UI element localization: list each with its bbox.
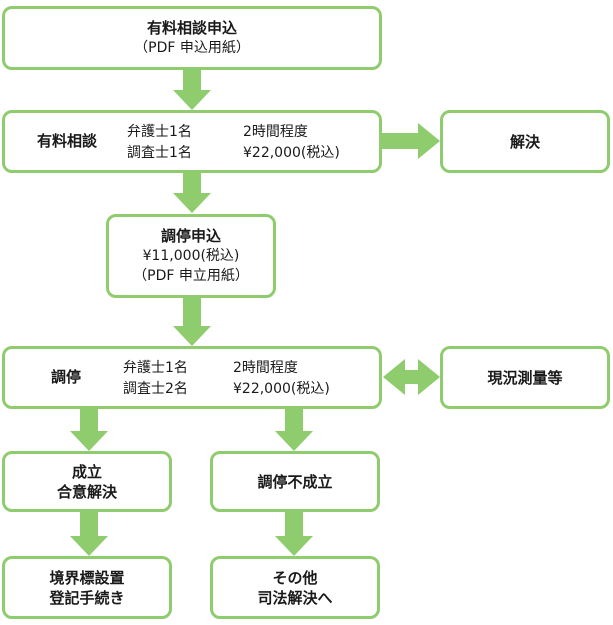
consult-fee: ¥22,000(税込) [243, 145, 340, 161]
mediation-success-line1: 成立 [71, 462, 102, 481]
judicial-resolution-box: その他 司法解決へ [210, 556, 380, 619]
boundary-registration-box: 境界標設置 登記手続き [2, 556, 172, 619]
survey-title: 現況測量等 [487, 368, 563, 387]
paid-consultation-application-form: （PDF 申込用紙） [134, 40, 250, 56]
mediation-title: 調停 [51, 368, 82, 386]
mediation-success-line2: 合意解決 [56, 482, 117, 501]
paid-consultation-title: 有料相談 [37, 132, 98, 150]
arrow-mediation-to-failure [275, 409, 313, 451]
mediation-staff-surveyor: 調査士2名 [123, 381, 188, 397]
judicial-resolution-line2: 司法解決へ [257, 588, 333, 607]
consult-staff-surveyor: 調査士1名 [127, 145, 192, 161]
resolution-title: 解決 [509, 132, 540, 151]
mediation-fee: ¥22,000(税込) [233, 381, 330, 397]
mediation-application-fee: ¥11,000(税込) [142, 248, 240, 264]
arrow-mediation-survey-bidirectional [383, 359, 440, 395]
mediation-application-box: 調停申込 ¥11,000(税込) （PDF 申立用紙） [106, 214, 276, 298]
mediation-failure-title: 調停不成立 [257, 472, 333, 491]
boundary-registration-line1: 境界標設置 [49, 568, 125, 587]
arrow-mediation-apply-to-mediation [173, 298, 211, 346]
arrow-apply-to-consult [173, 70, 211, 110]
arrow-consult-to-mediation-apply [173, 173, 211, 213]
arrow-success-to-boundary [70, 512, 108, 556]
mediation-box: 調停 弁護士1名 2時間程度 調査士2名 ¥22,000(税込) [2, 346, 382, 409]
mediation-duration: 2時間程度 [233, 360, 298, 376]
resolution-box: 解決 [440, 110, 610, 173]
survey-box: 現況測量等 [440, 346, 610, 409]
arrow-consult-to-resolve [382, 123, 440, 159]
mediation-application-title: 調停申込 [160, 227, 221, 245]
mediation-staff-lawyer: 弁護士1名 [123, 360, 188, 376]
paid-consultation-box: 有料相談 弁護士1名 2時間程度 調査士1名 ¥22,000(税込) [2, 110, 382, 173]
arrow-mediation-to-success [70, 409, 108, 451]
judicial-resolution-line1: その他 [272, 568, 318, 587]
mediation-failure-box: 調停不成立 [210, 451, 380, 512]
consult-staff-lawyer: 弁護士1名 [127, 124, 192, 140]
paid-consultation-application-box: 有料相談申込 （PDF 申込用紙） [2, 6, 382, 70]
arrow-failure-to-other [275, 512, 313, 556]
boundary-registration-line2: 登記手続き [49, 588, 125, 607]
mediation-application-form: （PDF 申立用紙） [133, 268, 249, 284]
consult-duration: 2時間程度 [243, 124, 308, 140]
mediation-success-box: 成立 合意解決 [2, 451, 172, 512]
paid-consultation-application-title: 有料相談申込 [146, 19, 237, 37]
